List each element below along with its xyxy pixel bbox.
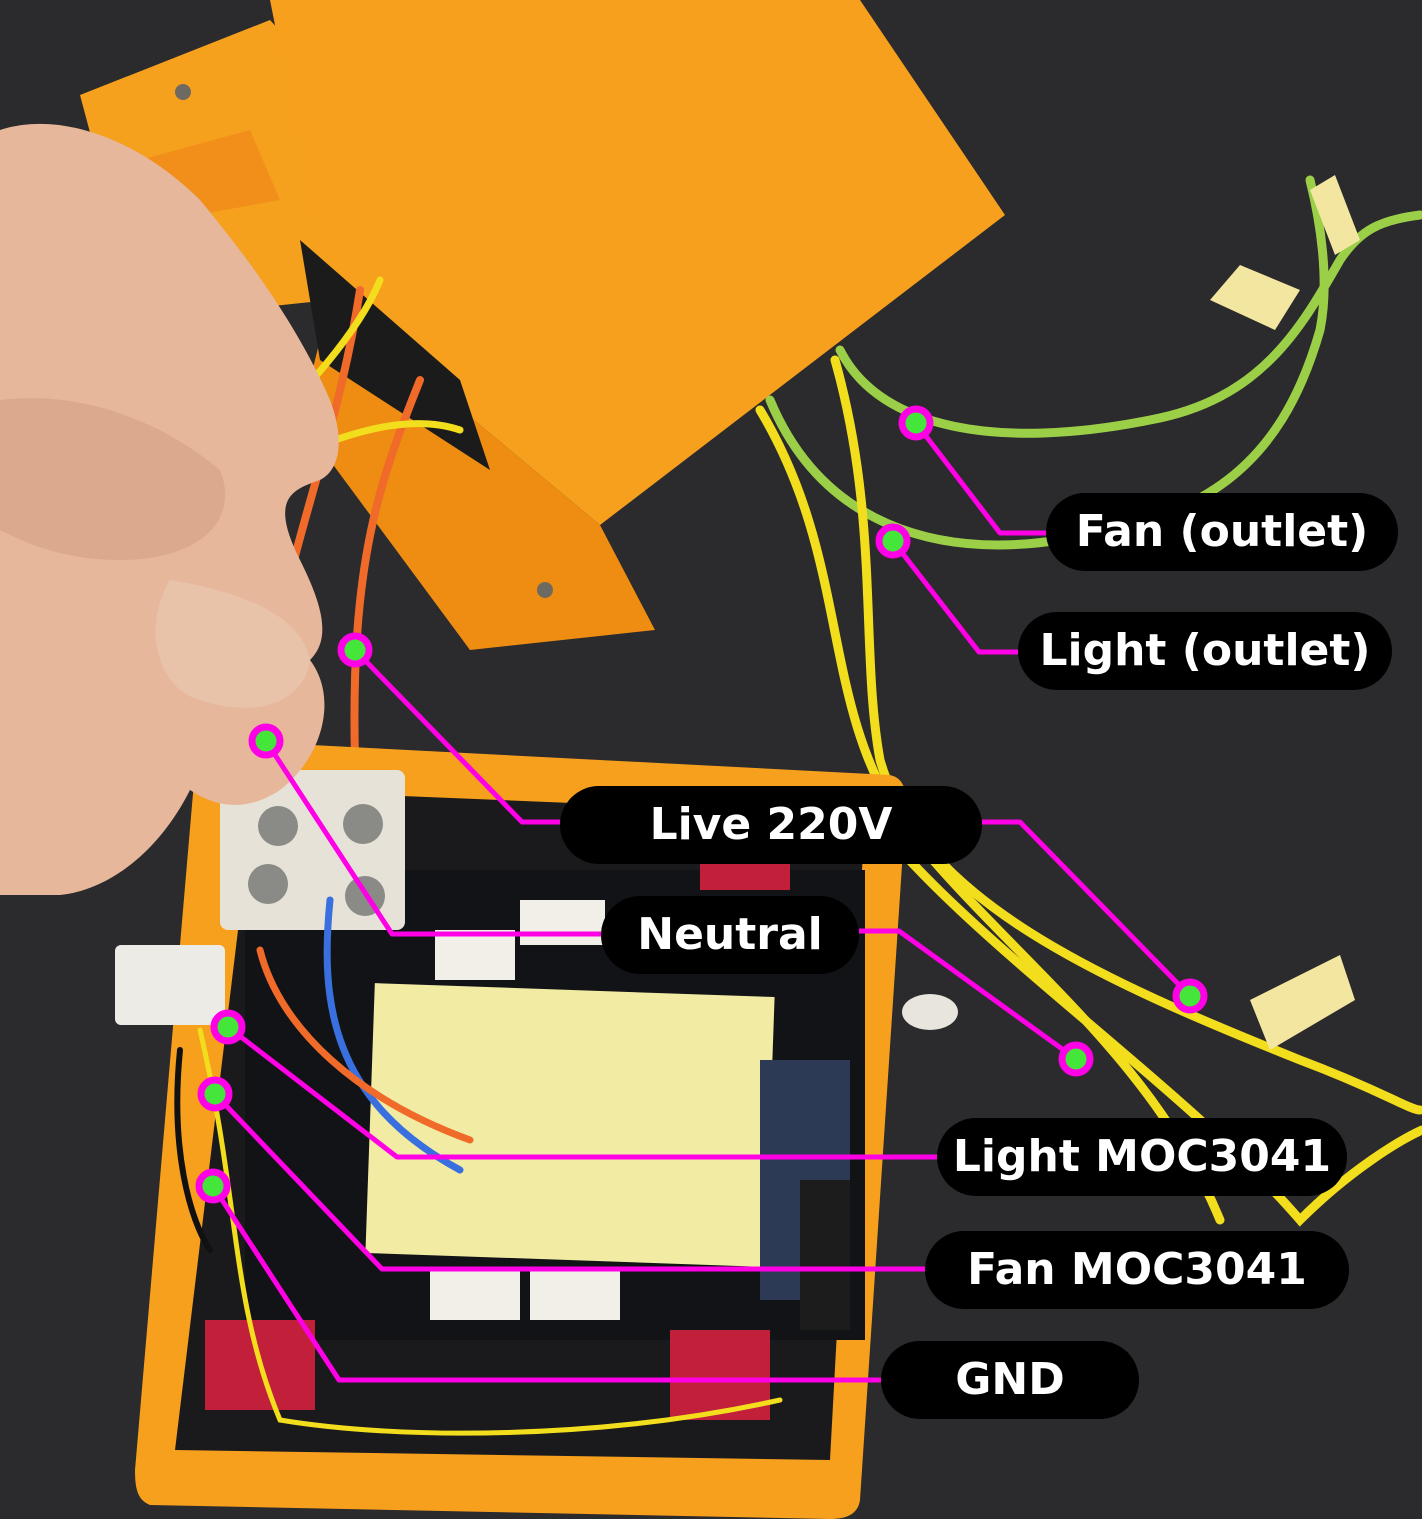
dot-neutral-right [1058, 1041, 1094, 1077]
label-gnd: GND [881, 1341, 1139, 1419]
dot-fan-moc [197, 1076, 233, 1112]
label-live-220v: Live 220V [560, 786, 982, 864]
dot-gnd [195, 1168, 231, 1204]
label-light-moc3041: Light MOC3041 [937, 1118, 1347, 1196]
jst-connector [115, 945, 225, 1025]
callout-line-neutral-right [859, 928, 1078, 1062]
dot-fan-outlet [898, 405, 934, 441]
dot-live-right [1172, 978, 1208, 1014]
callout-dots [195, 405, 1208, 1204]
callout-line-light-outlet [891, 539, 1018, 655]
led [902, 994, 958, 1030]
callout-line-light-moc [226, 1025, 937, 1160]
dot-live-left [337, 632, 373, 668]
callout-lines [210, 421, 1192, 1383]
hand [0, 123, 339, 896]
tape-flags [1210, 175, 1360, 1050]
callout-line-neutral-left [263, 739, 601, 937]
label-fan-outlet: Fan (outlet) [1046, 493, 1398, 571]
terminal-block [220, 770, 405, 930]
dot-light-moc [210, 1009, 246, 1045]
label-fan-moc3041: Fan MOC3041 [925, 1231, 1349, 1309]
dot-neutral-left [248, 723, 284, 759]
callout-line-gnd [210, 1184, 881, 1383]
label-light-outlet: Light (outlet) [1018, 612, 1392, 690]
label-neutral: Neutral [601, 896, 859, 974]
callout-line-fan-moc [213, 1092, 925, 1272]
callout-line-live-right [982, 819, 1192, 998]
callout-line-fan-outlet [914, 421, 1046, 536]
dot-light-outlet [875, 523, 911, 559]
callout-line-live-left [353, 648, 560, 825]
